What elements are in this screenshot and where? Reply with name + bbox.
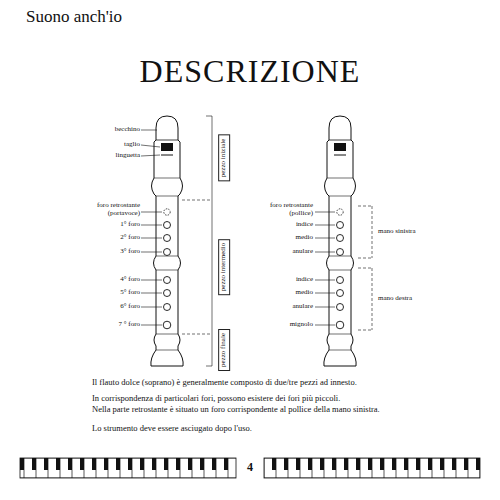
body-text: In corrispondenza di particolari fori, p… (92, 394, 340, 403)
hole-label: foro retrostante (pollice) (251, 202, 313, 217)
finger-label: anulare (292, 303, 313, 311)
finger-label: indice (296, 221, 313, 229)
body-text: Il flauto dolce (soprano) è generalmente… (92, 378, 357, 387)
finger-label: medio (296, 234, 314, 242)
finger-label: mignolo (290, 321, 313, 329)
section-label: pezzo intermedio (218, 239, 230, 295)
page-header: Suono anch'io (26, 8, 122, 27)
hole-label: 5° foro (120, 289, 140, 297)
part-label: foro retrostante (portavoce) (78, 202, 140, 217)
part-label: linguetta (116, 152, 141, 160)
body-text: Lo strumento deve essere asciugato dopo … (92, 424, 252, 433)
hole-label: 1° foro (120, 221, 140, 229)
section-label: pezzo iniziale (218, 135, 230, 182)
hole-label: 2° foro (120, 234, 140, 242)
hole-label: 3° foro (120, 248, 140, 256)
section-label: pezzo finale (218, 329, 230, 371)
hole-label: 6° foro (120, 303, 140, 311)
hand-label: mano sinistra (378, 228, 416, 236)
finger-label: indice (296, 276, 313, 284)
hole-label: 4° foro (120, 276, 140, 284)
part-label: taglio (124, 141, 140, 149)
finger-label: medio (296, 289, 314, 297)
body-text: Nella parte retrostante è situato un for… (92, 405, 380, 414)
hole-label: 7 ° foro (119, 321, 140, 329)
page-number: 4 (244, 461, 256, 474)
page-title: DESCRIZIONE (140, 54, 361, 89)
hand-label: mano destra (378, 295, 412, 303)
finger-label: anulare (292, 248, 313, 256)
part-label: becchino (115, 126, 140, 134)
